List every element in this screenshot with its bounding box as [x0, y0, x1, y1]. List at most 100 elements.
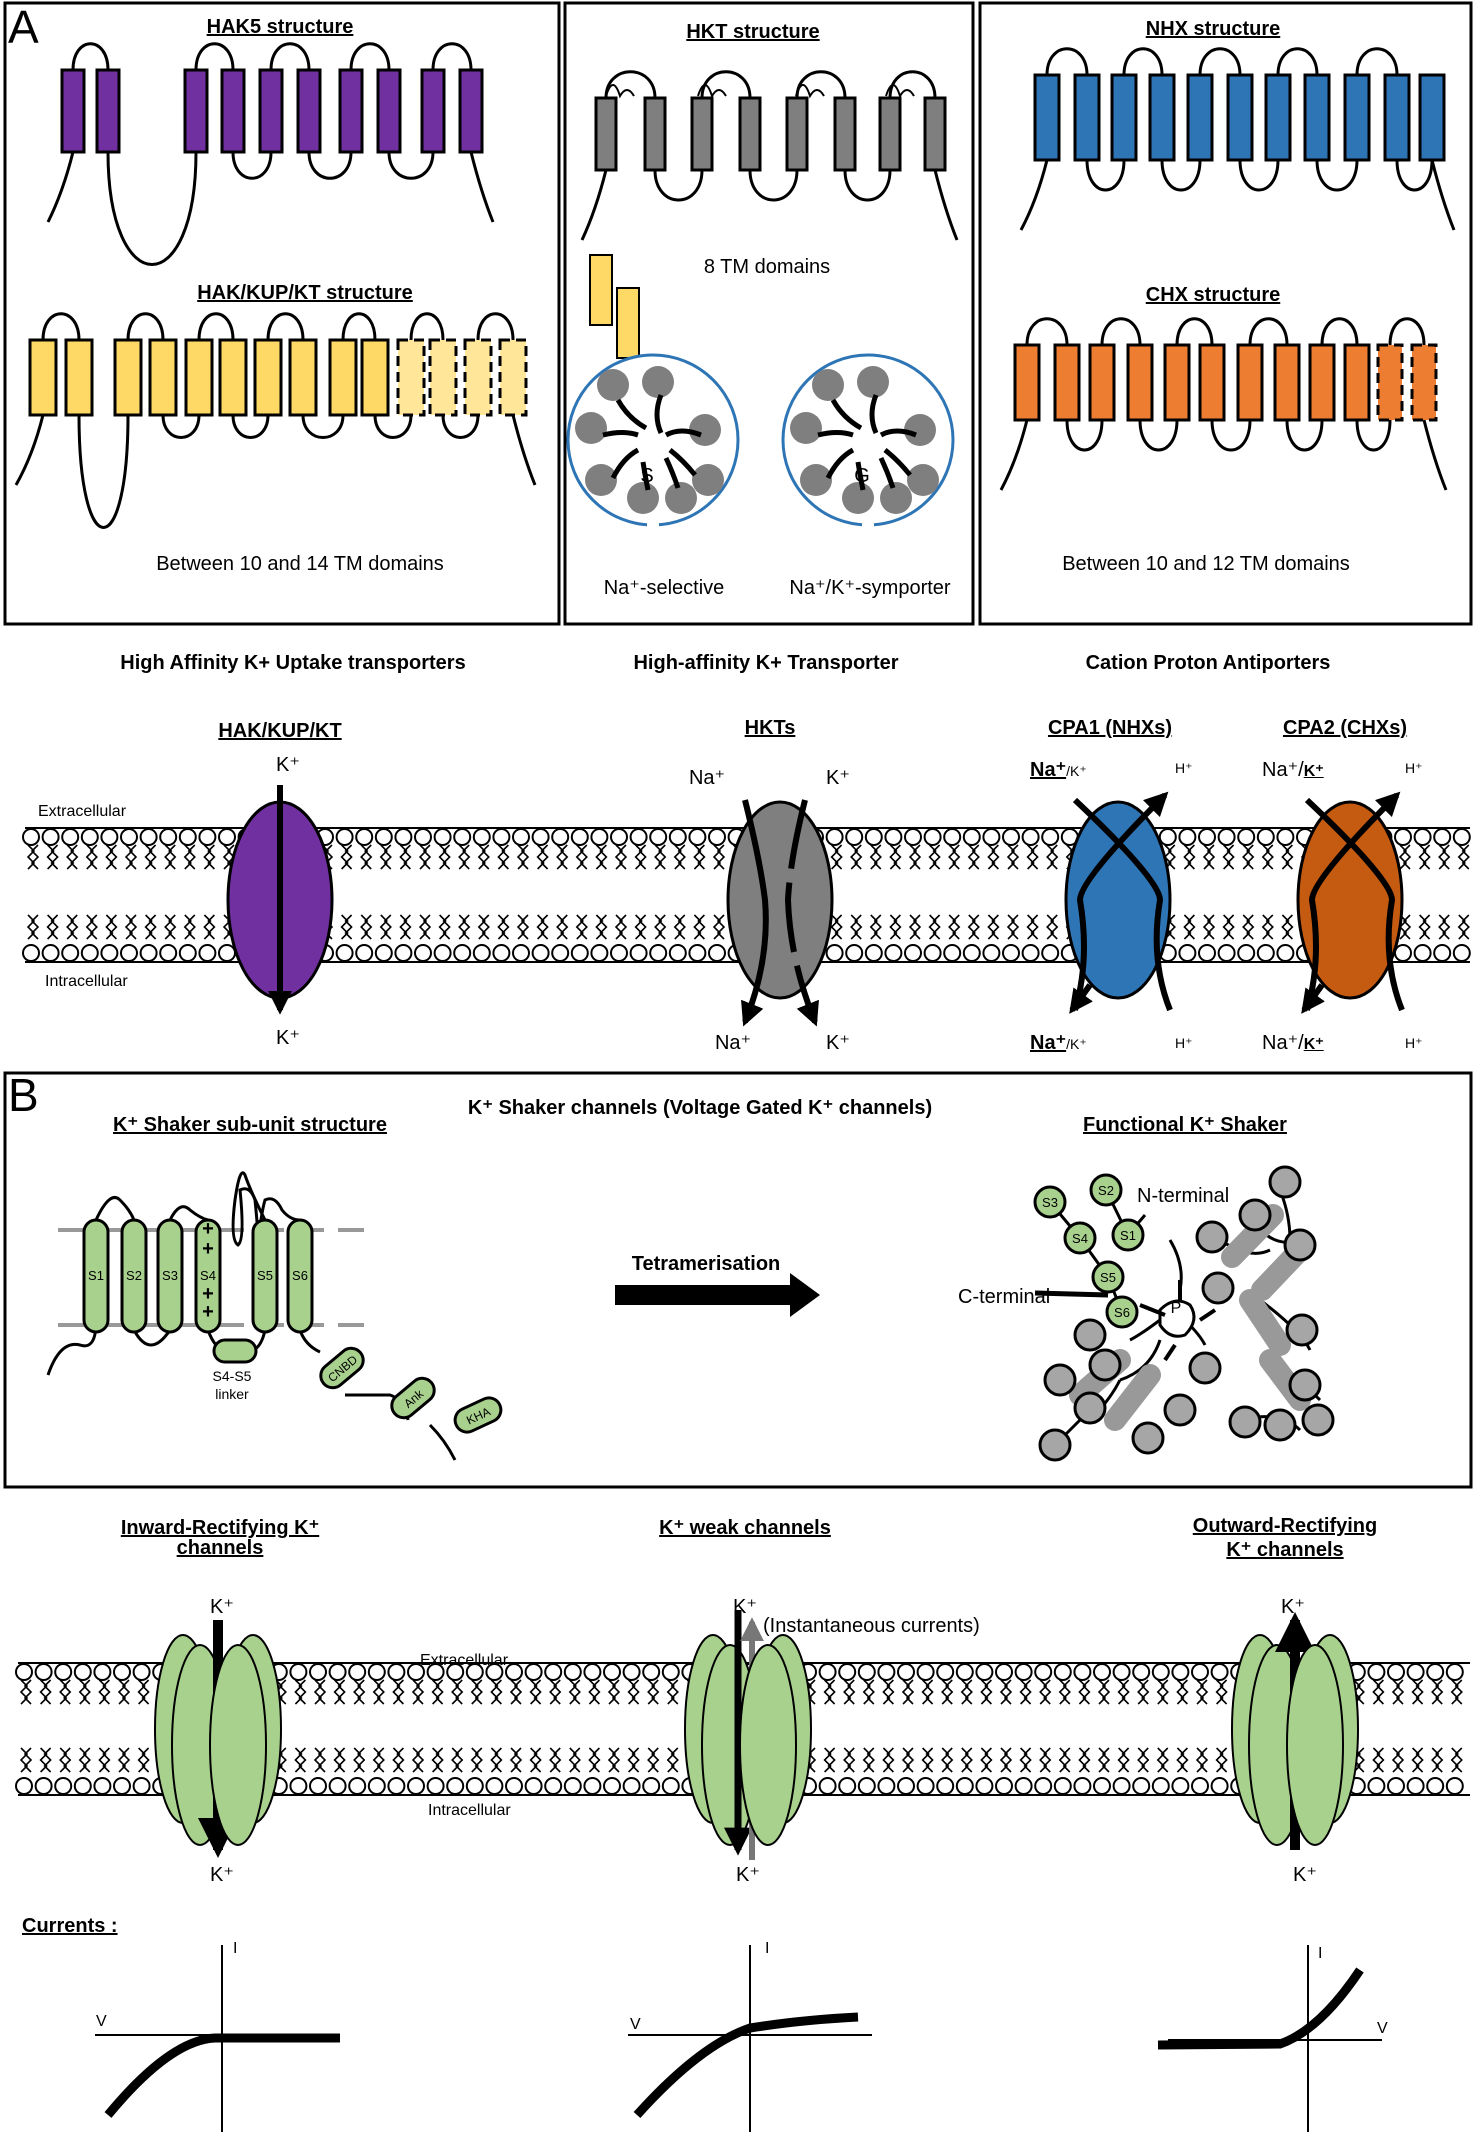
lipid-head	[904, 944, 922, 962]
pore-subunit	[907, 464, 939, 496]
lipid-tail	[59, 1747, 68, 1773]
lipid-tail	[39, 1747, 48, 1773]
inward-axis-i: I	[233, 1940, 238, 1957]
lipid-head	[139, 828, 158, 846]
lipid-tail	[1418, 844, 1427, 870]
cpa2-bottom-ions: Na⁺/K⁺	[1262, 1030, 1324, 1055]
lipid-tail	[109, 914, 118, 940]
lipid-tail	[1121, 1679, 1130, 1705]
helix-label-s5: S5	[257, 1268, 273, 1283]
lipid-head	[923, 944, 942, 962]
lipid-tail	[905, 1679, 915, 1705]
lipid-tail	[843, 1679, 852, 1705]
lipid-tail	[46, 844, 55, 870]
lipid-tail	[1246, 844, 1255, 870]
lipid-tail	[19, 1747, 29, 1773]
lipid-head	[218, 944, 236, 962]
tm-helix	[288, 338, 318, 417]
lipid-tail	[556, 844, 565, 870]
pore-filter-arm	[610, 447, 640, 480]
lipid-tail	[945, 1679, 954, 1705]
lipid-tail	[1206, 914, 1216, 940]
lipid-tail	[360, 844, 369, 870]
hkt-k-top: K⁺	[826, 767, 850, 789]
outward-k-bottom: K⁺	[1293, 1864, 1317, 1886]
lipid-tail	[70, 844, 79, 870]
lipid-tail	[1422, 914, 1431, 940]
lipid-tail	[572, 1679, 581, 1705]
lipid-tail	[634, 914, 643, 940]
grey-subunit-segment	[1288, 1368, 1322, 1402]
cpa1-top-h: H⁺	[1175, 760, 1193, 776]
lipid-head	[54, 1663, 73, 1681]
tm-loop	[1122, 47, 1164, 76]
lipid-tail	[873, 844, 882, 870]
lipid-tail	[39, 1679, 48, 1705]
lipid-head	[825, 828, 844, 846]
lipid-tail	[967, 844, 976, 870]
hak-transporter	[226, 785, 334, 1015]
lipid-tail	[89, 844, 98, 870]
lipid-head	[622, 1663, 641, 1681]
lipid-head	[649, 944, 668, 962]
lipid-head	[1014, 1777, 1033, 1795]
tm-helix	[95, 68, 121, 154]
cpa2-bottom-k: K⁺	[1303, 1036, 1324, 1053]
lipid-tail	[50, 844, 59, 870]
lipid-tail	[470, 1679, 479, 1705]
lipid-tail	[294, 1747, 303, 1773]
tm-helix	[1308, 343, 1336, 422]
tm-tail	[1019, 159, 1049, 231]
lipid-head	[1452, 944, 1471, 962]
lipid-head	[132, 1663, 151, 1681]
tm-loop	[161, 414, 201, 439]
lipid-tail	[137, 1679, 146, 1705]
chx-title: CHX structure	[1145, 284, 1281, 306]
lipid-head	[178, 944, 197, 962]
outward-axis-i: I	[1318, 1945, 1323, 1962]
lipid-tail	[1183, 914, 1192, 940]
lipid-tail	[932, 914, 941, 940]
lipid-tail	[458, 844, 467, 870]
helix-label-s1: S1	[88, 1268, 104, 1283]
lipid-head	[198, 944, 217, 962]
lipid-tail	[59, 1679, 68, 1705]
tm-loop	[843, 169, 892, 202]
charge-plus: +	[202, 1238, 214, 1260]
lipid-tail	[164, 914, 173, 940]
lipid-tail	[666, 1747, 675, 1773]
hkt-box	[563, 1, 975, 626]
pore-loop	[605, 84, 635, 99]
lipid-tail	[317, 1679, 327, 1705]
lipid-tail	[278, 1679, 287, 1705]
lipid-tail	[1422, 844, 1431, 870]
lipid-tail	[651, 1747, 660, 1773]
pore-subunit	[812, 369, 844, 401]
lipid-tail	[869, 914, 878, 940]
tm-loop	[231, 151, 273, 180]
lipid-tail	[634, 844, 643, 870]
lipid-tail	[1376, 1679, 1385, 1705]
tm-helix	[113, 338, 143, 417]
lipid-tail	[490, 1747, 499, 1773]
tm-helix	[420, 68, 446, 154]
lipid-head	[446, 1663, 465, 1681]
grey-subunit-segment	[1285, 1313, 1319, 1347]
lipid-tail	[1156, 1747, 1165, 1773]
lipid-tail	[1117, 1679, 1126, 1705]
lipid-tail	[19, 1679, 29, 1705]
tetramerisation-label: Tetramerisation	[631, 1253, 781, 1275]
tm-loop	[1175, 317, 1214, 346]
lipid-tail	[418, 844, 428, 870]
lipid-tail	[595, 914, 604, 940]
lipid-tail	[477, 844, 486, 870]
weak-title: K⁺ weak channels	[659, 1517, 831, 1539]
lipid-tail	[952, 844, 961, 870]
lipid-tail	[513, 1747, 523, 1773]
lipid-tail	[588, 1747, 597, 1773]
lipid-tail	[952, 914, 961, 940]
lipid-head	[1014, 1663, 1033, 1681]
lipid-tail	[556, 914, 565, 940]
lipid-head	[505, 1777, 523, 1795]
lipid-head	[387, 1777, 406, 1795]
